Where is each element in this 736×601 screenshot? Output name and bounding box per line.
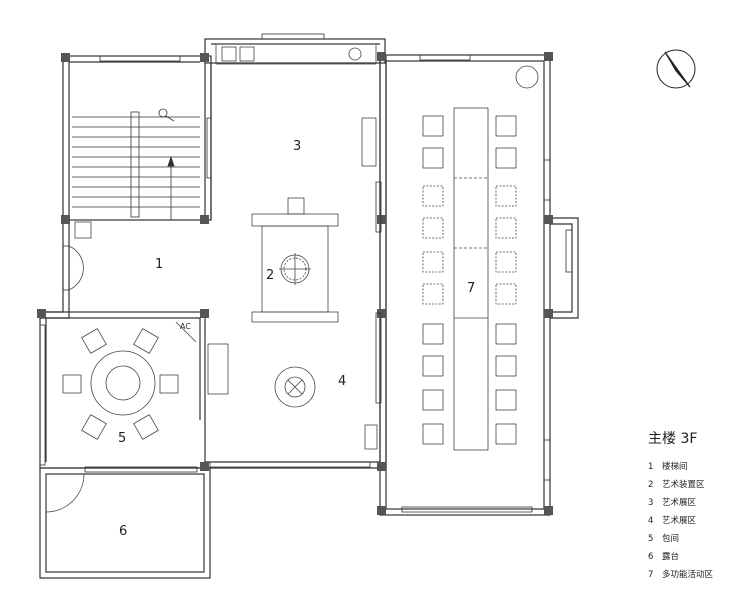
legend-item-name: 露台 [662,552,680,562]
legend-item: 2 艺术装置区 [648,476,713,494]
room-label-6: 6 [119,524,127,539]
room-5-furniture [62,321,229,440]
legend-item-name: 多功能活动区 [662,570,714,580]
plan-title: 主楼 3F [648,431,698,447]
legend-item: 1 楼梯间 [648,458,713,476]
room-label-5: 5 [118,431,126,446]
room-label-3: 3 [293,139,301,154]
room-2-installation [251,197,339,323]
legend-item: 4 艺术展区 [648,512,713,530]
room-7-walls [379,54,551,516]
room-3-furniture [215,43,377,167]
room-label-7: 7 [467,281,475,296]
room-4-furniture [274,366,378,450]
legend-item-number: 7 [648,570,654,580]
ac-label: AC [180,322,191,331]
legend-item: 7 多功能活动区 [648,566,713,584]
stairs [72,108,200,220]
legend-item-name: 楼梯间 [662,462,688,472]
legend-item-number: 3 [648,498,654,508]
room-1-furniture [68,221,92,291]
room-label-1: 1 [155,257,163,272]
room-6-door [45,473,85,513]
legend-item-name: 艺术展区 [662,516,697,526]
room-label-2: 2 [266,268,274,283]
windows [39,33,573,513]
legend-item-name: 艺术装置区 [662,480,705,490]
room-label-4: 4 [338,374,346,389]
legend-list: 1 楼梯间 2 艺术装置区 3 艺术展区 4 艺术展区 5 包间 6 露台 7 多功能活动区 [648,458,713,584]
legend-item-number: 2 [648,480,654,490]
legend-item: 3 艺术展区 [648,494,713,512]
stair-room-walls [62,55,212,221]
legend-item-number: 1 [648,462,654,472]
legend-item: 5 包间 [648,530,713,548]
walls [39,38,579,579]
legend-item: 6 露台 [648,548,713,566]
legend-item-number: 5 [648,534,654,544]
legend-item-name: 包间 [662,534,680,544]
room-7-furniture [422,65,539,451]
columns [37,52,553,515]
room-6-walls [39,467,211,579]
legend-item-number: 6 [648,552,654,562]
north-arrow-icon [656,49,696,89]
legend-item-number: 4 [648,516,654,526]
legend-item-name: 艺术展区 [662,498,697,508]
